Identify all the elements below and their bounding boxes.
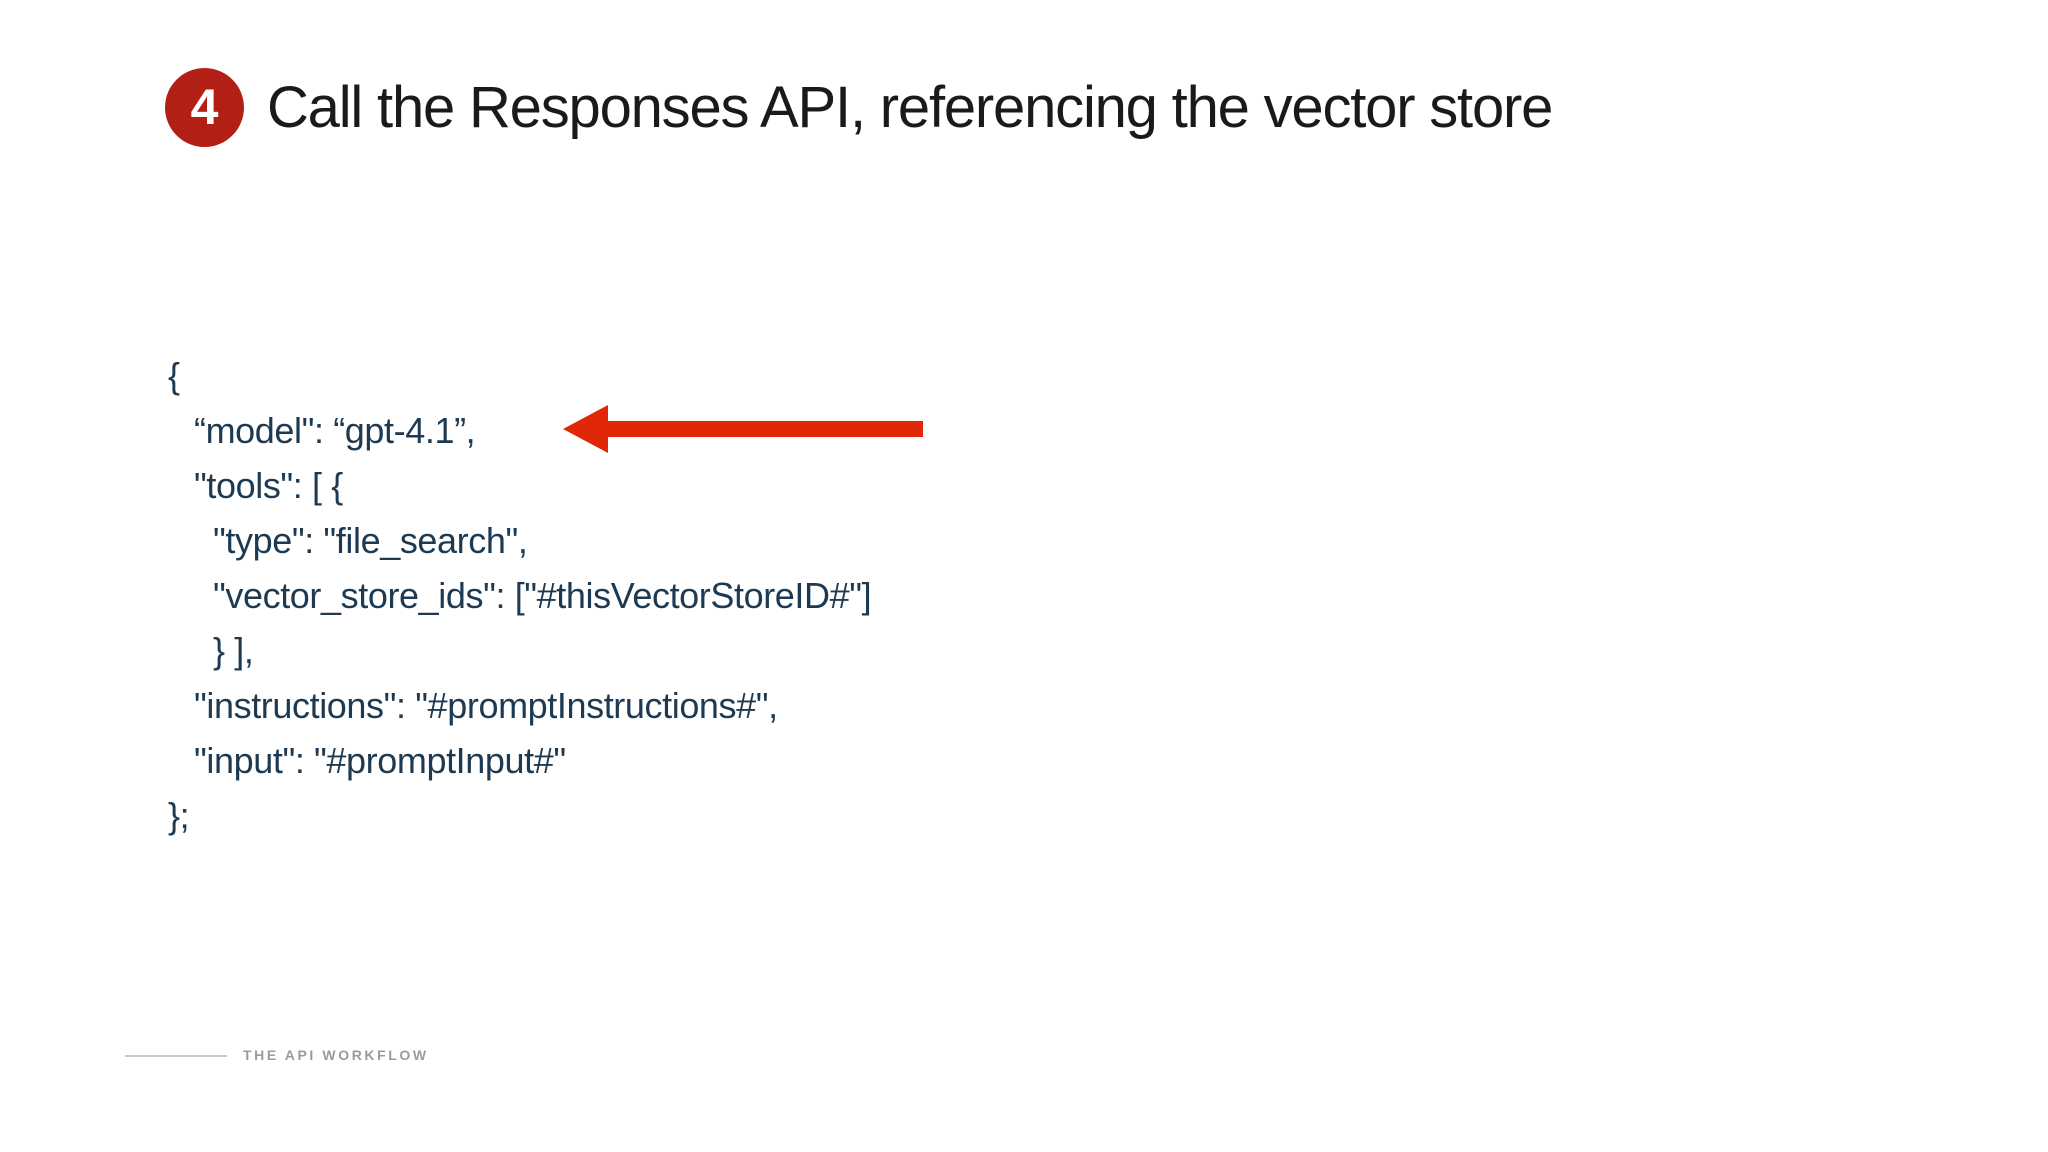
footer-label: THE API WORKFLOW [243,1047,429,1063]
code-line-vector-store-ids: "vector_store_ids": ["#thisVectorStoreID… [213,575,872,616]
slide-title: Call the Responses API, referencing the … [267,75,1553,140]
code-line-type: "type": "file_search", [213,520,528,561]
code-line-model: “model": “gpt-4.1”, [194,410,476,451]
code-line-input: "input": "#promptInput#" [194,740,566,781]
arrow-shaft [607,421,923,437]
code-line-tools: "tools": [ { [194,465,343,506]
step-badge: 4 [165,68,244,147]
step-number: 4 [190,78,219,135]
code-line: { [168,355,180,396]
arrow-head [563,405,608,453]
code-line: } ], [213,630,254,671]
code-block: { “model": “gpt-4.1”, "tools": [ { "type… [168,348,872,843]
code-line-instructions: "instructions": "#promptInstructions#", [194,685,778,726]
arrow-left-icon [563,405,923,453]
footer-rule [125,1055,227,1057]
code-line: }; [168,795,190,836]
title-row: 4 Call the Responses API, referencing th… [165,68,1553,147]
